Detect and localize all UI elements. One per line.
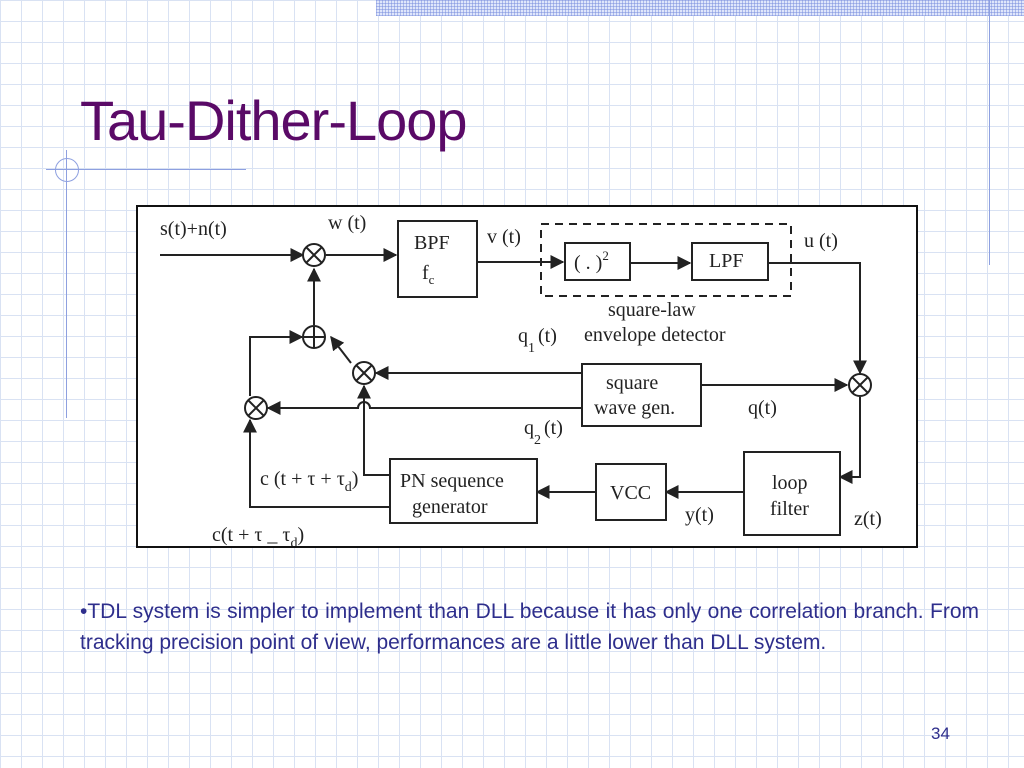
pn-label-1: PN sequence xyxy=(400,470,504,492)
c-minus-line xyxy=(243,418,390,508)
detector-label-1: square-law xyxy=(608,299,696,321)
decorative-vertical-line-right xyxy=(989,0,990,265)
pn-label-2: generator xyxy=(412,496,488,518)
bpf-label: BPF xyxy=(414,232,450,254)
q2-line xyxy=(266,401,582,415)
loop-label-2: filter xyxy=(770,498,809,520)
vcc-block xyxy=(595,463,667,521)
decorative-top-band xyxy=(376,0,1024,16)
fc-label: fc xyxy=(422,262,435,287)
v-label: v (t) xyxy=(487,226,521,248)
detector-label-2: envelope detector xyxy=(584,324,726,346)
block-diagram-svg: s(t)+n(t) w (t) BPF fc v (t) ( . )2 LPF … xyxy=(160,212,882,546)
decorative-circle xyxy=(55,158,79,182)
decorative-horizontal-line xyxy=(46,169,246,170)
sqwave-label-2: wave gen. xyxy=(594,397,675,419)
sqwave-label-1: square xyxy=(606,372,658,394)
square-wave-gen-block xyxy=(581,363,702,427)
bullet-text: •TDL system is simpler to implement than… xyxy=(80,600,979,654)
q-label: q(t) xyxy=(748,397,777,419)
square-law-detector-box xyxy=(540,223,792,297)
multiplier-2 xyxy=(352,361,376,385)
lpf-label: LPF xyxy=(709,250,743,272)
decorative-vertical-line-left xyxy=(66,150,67,418)
multiplier-4 xyxy=(848,373,872,397)
adder xyxy=(302,325,326,349)
input-label: s(t)+n(t) xyxy=(160,218,227,240)
q1-label: q1(t) xyxy=(518,325,557,356)
bpf-block xyxy=(397,220,478,298)
vcc-label: VCC xyxy=(610,482,651,504)
z-line xyxy=(838,397,861,484)
page-number: 34 xyxy=(931,724,950,743)
loop-label-1: loop xyxy=(772,472,808,494)
block-diagram: s(t)+n(t) w (t) BPF fc v (t) ( . )2 LPF … xyxy=(136,205,918,548)
u-line xyxy=(768,262,867,375)
slide-title: Tau-Dither-Loop xyxy=(80,89,468,152)
q2-label: q2(t) xyxy=(524,417,563,448)
multiplier-3 xyxy=(244,396,268,420)
multiplier-1 xyxy=(302,243,326,267)
pn-generator-block xyxy=(389,458,538,524)
loop-filter-block xyxy=(743,451,841,536)
lpf-block xyxy=(691,242,769,281)
c-minus-label: c(t + τ _ τd) xyxy=(212,524,304,546)
z-label: z(t) xyxy=(854,508,882,530)
c-plus-label: c (t + τ + τd) xyxy=(260,468,358,495)
u-label: u (t) xyxy=(804,230,838,252)
c-plus-line xyxy=(357,384,390,476)
square-label: ( . )2 xyxy=(574,248,609,274)
w-label: w (t) xyxy=(328,212,366,234)
y-label: y(t) xyxy=(685,504,714,526)
mult3-adder-line xyxy=(249,330,304,396)
square-block xyxy=(564,242,631,281)
mult2-adder-line xyxy=(330,335,352,364)
